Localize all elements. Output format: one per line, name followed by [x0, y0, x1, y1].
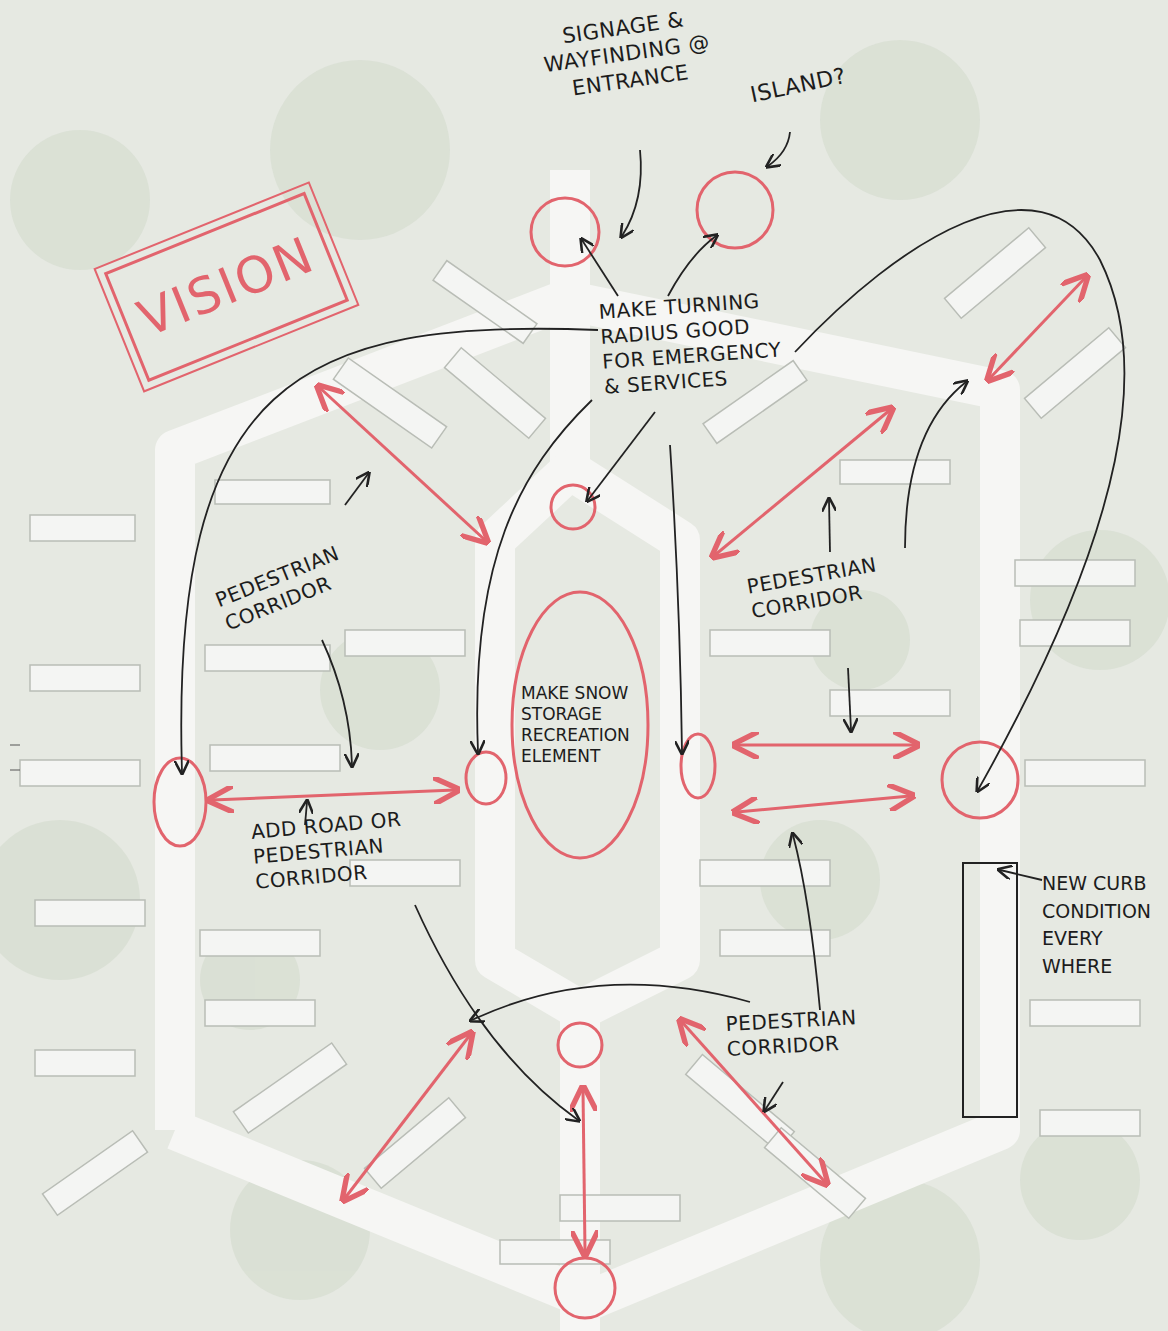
snow-storage-oval: MAKE SNOW STORAGE RECREATION ELEMENT: [510, 590, 650, 860]
handwritten-note: PEDESTRIAN CORRIDOR: [725, 1001, 932, 1062]
curb-rectangle: [962, 862, 1018, 1118]
oval-text: MAKE SNOW STORAGE RECREATION ELEMENT: [521, 683, 639, 768]
handwritten-note: MAKE TURNING RADIUS GOOD FOR EMERGENCY &…: [598, 287, 797, 400]
curb-note: NEW CURB CONDITION EVERY WHERE: [1042, 870, 1162, 980]
curb-strip: NEW CURB CONDITION EVERY WHERE: [962, 862, 1166, 1118]
